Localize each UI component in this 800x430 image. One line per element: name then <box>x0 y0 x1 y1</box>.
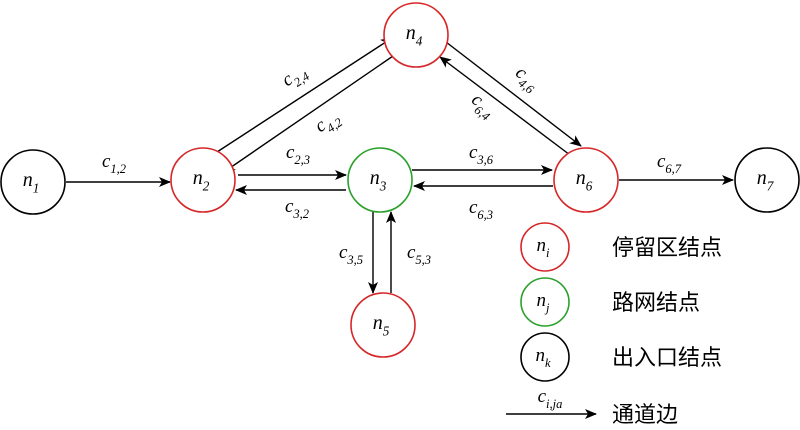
legend-label-edge: 通道边 <box>612 403 678 428</box>
node-label-n2: n2 <box>193 167 210 193</box>
node-circle-n5 <box>350 292 416 358</box>
node-label-n3: n3 <box>370 167 387 193</box>
legend-item-stop_area: ni 停留区结点 <box>520 222 722 272</box>
legend-label-entrance_exit: 出入口结点 <box>612 346 722 371</box>
legend-edge-symbol: ci,ja <box>538 386 563 411</box>
node-n3: n3 <box>347 147 413 213</box>
legend-symbol-entrance_exit <box>520 332 570 382</box>
legend-item-edge: ci,ja 通道边 <box>506 386 678 428</box>
legend-label-stop_area: 停留区结点 <box>612 236 722 261</box>
node-circle-n3 <box>347 147 413 213</box>
edge-label-n3-n2: c3,2 <box>285 196 309 221</box>
node-circle-n1 <box>0 149 66 215</box>
edge-label-n4-n2: c4,2 <box>311 106 345 140</box>
node-n7: n7 <box>734 147 800 213</box>
edge-label-n5-n3: c5,3 <box>407 242 431 267</box>
edge-label-n3-n5: c3,5 <box>339 242 363 267</box>
edge-label-n1-n2: c1,2 <box>102 151 126 176</box>
edge-n2-n4 <box>216 37 393 153</box>
legend: ni 停留区结点 nj 路网结点 nk 出入口结点 ci,ja 通道边 <box>506 222 722 428</box>
node-circle-n7 <box>734 147 800 213</box>
edge-label-n6-n7: c6,7 <box>657 151 682 176</box>
legend-item-entrance_exit: nk 出入口结点 <box>520 332 722 382</box>
edge-label-n6-n4: c6,4 <box>465 89 499 124</box>
node-label-n7: n7 <box>757 167 775 193</box>
legend-symbol-road_network <box>520 277 570 327</box>
legend-symbol-label-road_network: nj <box>537 290 551 315</box>
node-n1: n1 <box>0 149 66 215</box>
edge-label-n3-n6: c3,6 <box>469 142 494 167</box>
node-n6: n6 <box>553 147 619 213</box>
edge-n4-n6 <box>445 41 582 147</box>
edge-label-n2-n4: c2,4 <box>278 60 312 94</box>
node-circle-n4 <box>383 2 449 68</box>
edge-label-n2-n3: c2,3 <box>286 142 310 167</box>
node-label-n5: n5 <box>373 312 390 338</box>
edge-n6-n4 <box>439 56 575 159</box>
node-label-n4: n4 <box>406 22 423 48</box>
node-circle-n2 <box>170 147 236 213</box>
legend-symbol-stop_area <box>520 222 570 272</box>
node-n2: n2 <box>170 147 236 213</box>
edge-label-n4-n6: c4,6 <box>509 62 544 97</box>
node-n5: n5 <box>350 292 416 358</box>
node-label-n1: n1 <box>23 169 40 195</box>
legend-item-road_network: nj 路网结点 <box>520 277 700 327</box>
edge-n4-n2 <box>223 55 394 173</box>
legend-symbol-label-stop_area: ni <box>537 235 551 260</box>
node-label-n6: n6 <box>576 167 593 193</box>
node-circle-n6 <box>553 147 619 213</box>
legend-label-road_network: 路网结点 <box>612 291 700 316</box>
edge-label-n6-n3: c6,3 <box>469 197 493 222</box>
node-n4: n4 <box>383 2 449 68</box>
legend-symbol-label-entrance_exit: nk <box>535 345 551 370</box>
